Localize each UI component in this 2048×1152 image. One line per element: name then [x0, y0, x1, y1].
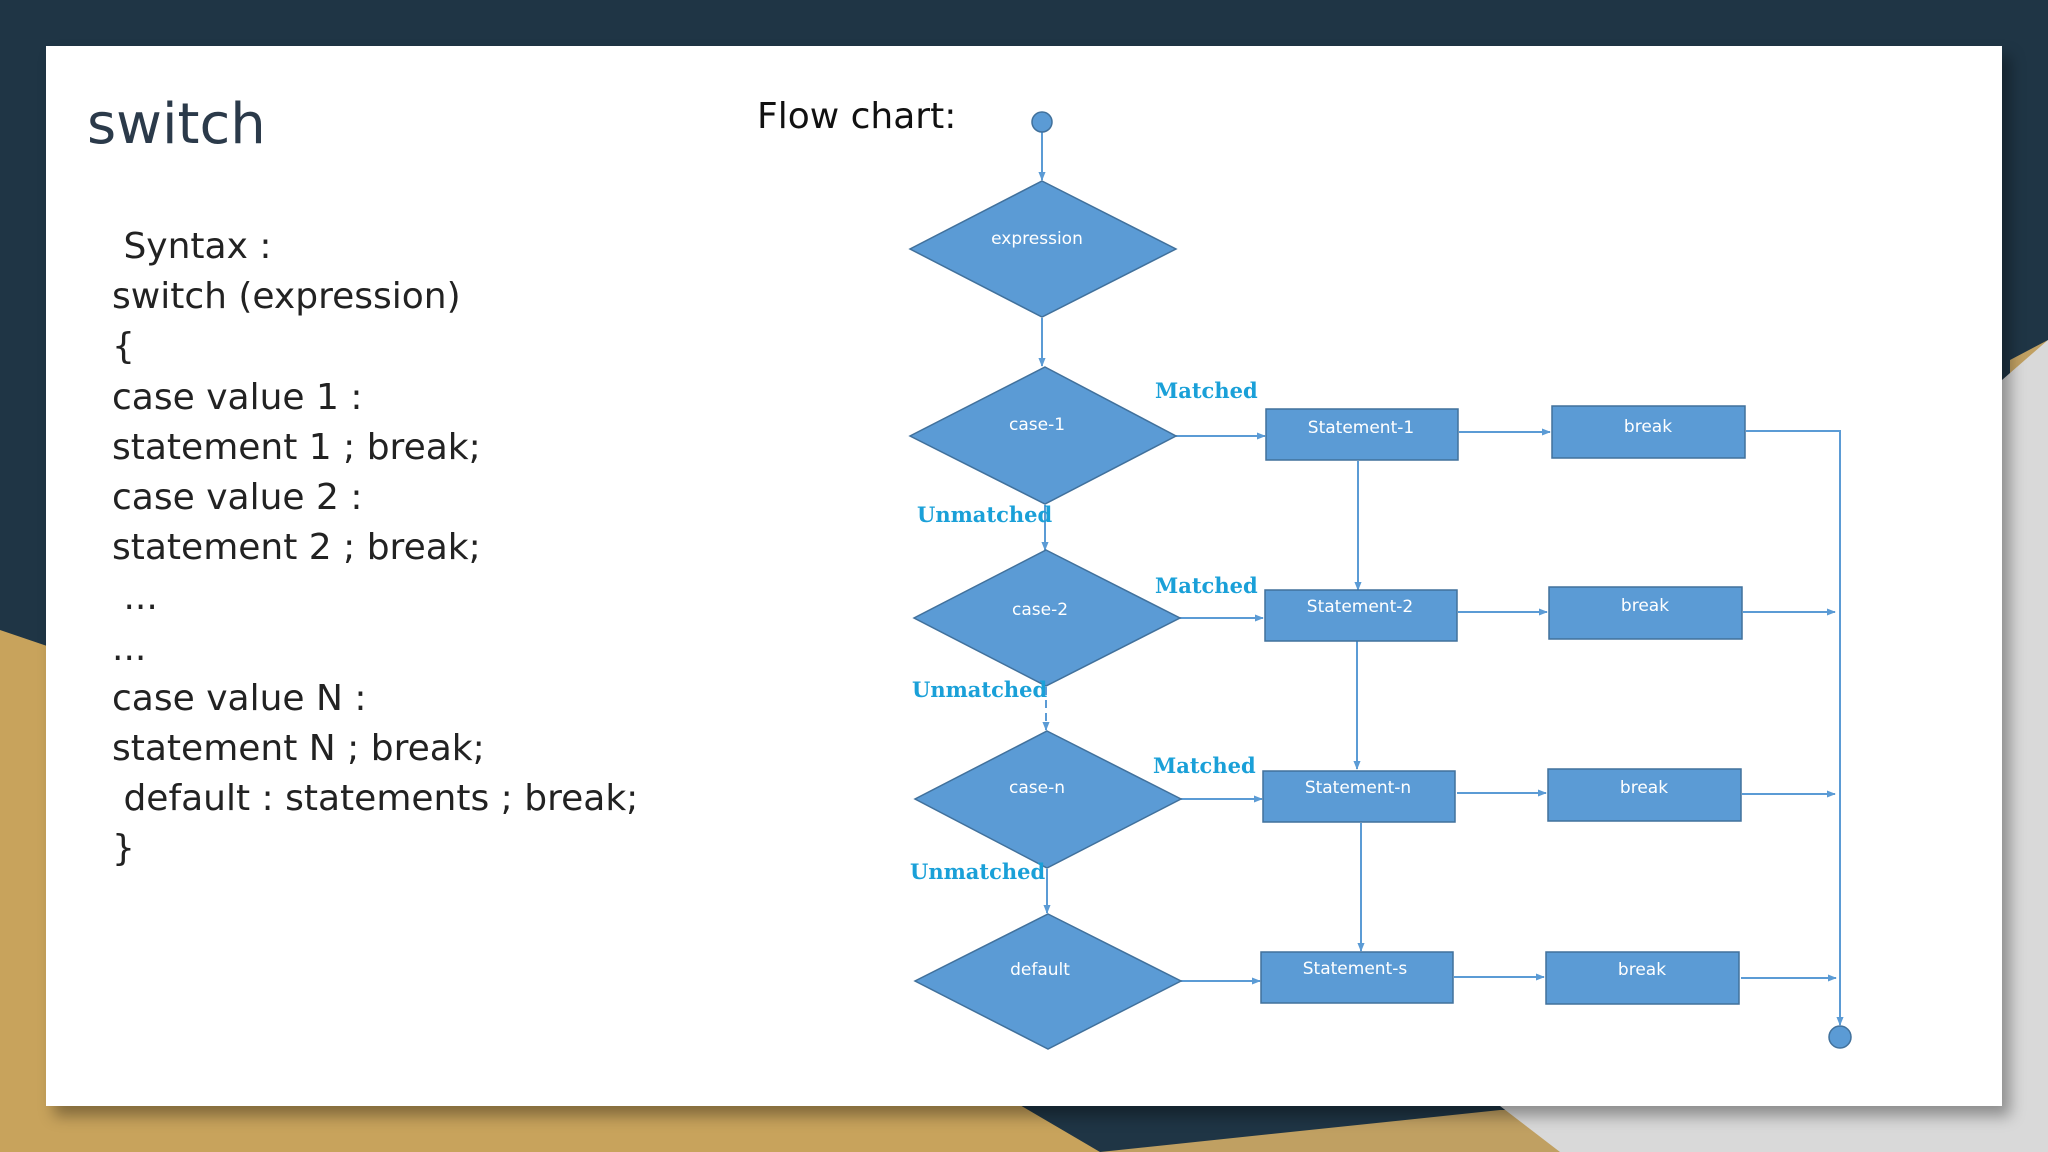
- break-2-label: break: [1621, 596, 1669, 616]
- syntax-line: case value 2 :: [112, 476, 363, 518]
- matched-label: Matched: [1155, 378, 1258, 403]
- syntax-line: ...: [112, 627, 147, 669]
- default-label: default: [1010, 960, 1070, 980]
- case-n-label: case-n: [1009, 778, 1065, 798]
- edge-break1-exit: [1746, 430, 1844, 1026]
- syntax-line: case value N :: [112, 677, 367, 719]
- break-4-box: [1545, 951, 1740, 1005]
- break-3-label: break: [1620, 778, 1668, 798]
- case-2-decision: [912, 549, 1182, 687]
- syntax-line: switch (expression): [112, 276, 461, 318]
- syntax-line: case value 1 :: [112, 376, 363, 418]
- break-3-box: [1547, 768, 1742, 822]
- syntax-line: statement 2 ; break;: [112, 527, 481, 569]
- statement-n-box: [1262, 770, 1456, 823]
- syntax-line: ...: [112, 577, 158, 619]
- matched-label: Matched: [1153, 753, 1256, 778]
- matched-label: Matched: [1155, 573, 1258, 598]
- end-node: [1828, 1025, 1852, 1049]
- case-2-label: case-2: [1012, 600, 1068, 620]
- start-node: [1031, 111, 1053, 133]
- statement-1-box: [1265, 408, 1459, 461]
- unmatched-label: Unmatched: [917, 502, 1053, 527]
- break-4-label: break: [1618, 960, 1666, 980]
- break-1-label: break: [1624, 417, 1672, 437]
- break-1-box: [1551, 405, 1746, 459]
- statement-1-label: Statement-1: [1308, 418, 1414, 438]
- expression-decision: [908, 180, 1178, 318]
- slide-title: switch: [87, 92, 266, 157]
- statement-2-label: Statement-2: [1307, 597, 1413, 617]
- statement-2-box: [1264, 589, 1458, 642]
- case-1-decision: [908, 366, 1178, 505]
- syntax-line: {: [112, 326, 135, 368]
- statement-s-label: Statement-s: [1303, 959, 1408, 979]
- syntax-line: }: [112, 828, 135, 870]
- statement-s-box: [1260, 951, 1454, 1004]
- syntax-line: Syntax :: [112, 226, 272, 267]
- syntax-line: statement 1 ; break;: [112, 426, 481, 468]
- unmatched-label: Unmatched: [910, 859, 1046, 884]
- unmatched-label: Unmatched: [912, 677, 1048, 702]
- case-1-label: case-1: [1009, 415, 1065, 435]
- break-2-box: [1548, 586, 1743, 640]
- syntax-line: default : statements ; break;: [112, 778, 639, 820]
- flowchart-label: Flow chart:: [757, 96, 957, 137]
- case-n-decision: [913, 730, 1183, 869]
- syntax-line: statement N ; break;: [112, 727, 485, 769]
- default-decision: [913, 913, 1183, 1050]
- expression-label: expression: [991, 229, 1083, 249]
- statement-n-label: Statement-n: [1305, 778, 1411, 798]
- syntax-block: Syntax : switch (expression) { case valu…: [112, 222, 638, 874]
